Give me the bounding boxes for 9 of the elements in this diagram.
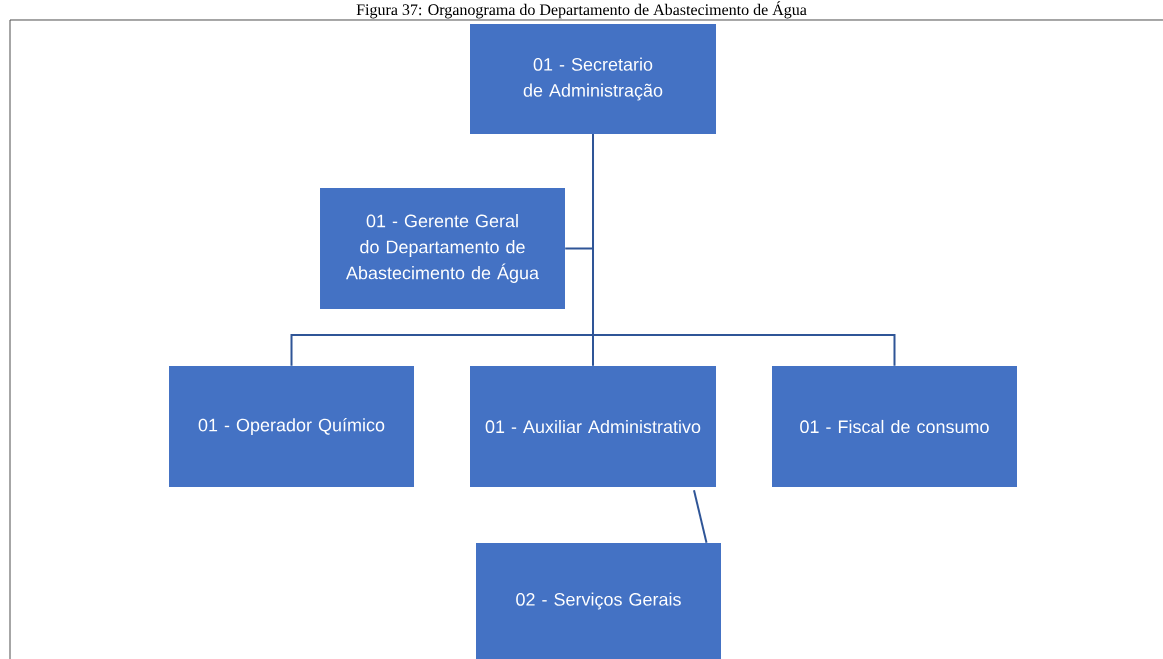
org-box: 01 - Auxiliar Administrativo (470, 366, 716, 487)
org-box: 01 - Fiscal de consumo (772, 366, 1017, 487)
title: Figura 37: Organograma do Departamento de Abastecimento de Água (356, 1, 807, 19)
connector-line (693, 489, 708, 544)
org-box: 01 - Gerente Geral do Departamento de Abastecimento de Água (320, 188, 565, 309)
org-box: 01 - Operador Químico (169, 366, 414, 487)
org-box: 01 - Secretario de Administração (470, 24, 716, 134)
org-box: 02 - Serviços Gerais (476, 543, 721, 659)
connector-line (592, 133, 896, 367)
